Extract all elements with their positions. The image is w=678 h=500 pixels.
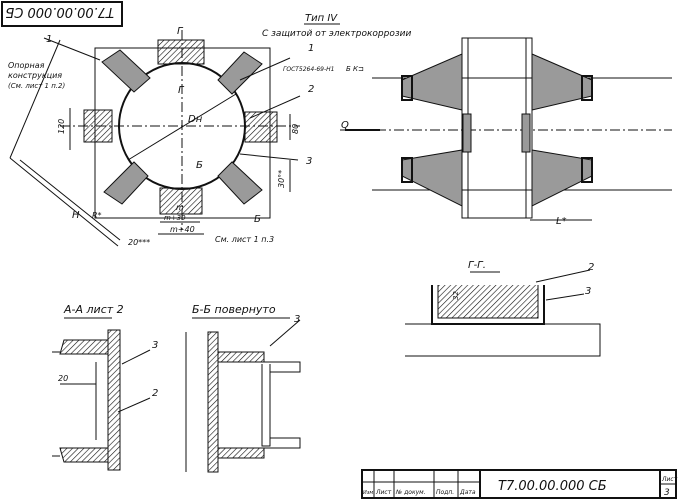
- tb-col-sign: Подп.: [436, 489, 454, 496]
- tb-code: Т7.00.00.000 СБ: [498, 479, 607, 494]
- dim-120: 120: [57, 119, 66, 134]
- section-g-top: Г: [177, 26, 184, 37]
- section-aa: [52, 317, 151, 471]
- section-aa-title: А-А лист 2: [63, 303, 124, 316]
- dim-m: m: [176, 203, 184, 212]
- top-stamp-text: Т7.00.00.000 СБ: [5, 4, 114, 19]
- aa-callout-3: 3: [152, 340, 158, 351]
- callout-2: 2: [308, 84, 314, 95]
- dim-20: 20: [58, 374, 68, 383]
- section-g-inner: Г: [178, 85, 185, 96]
- dim-80: 80: [291, 124, 300, 134]
- label-q: Q: [341, 120, 349, 131]
- section-bb: [185, 317, 301, 473]
- main-view: [9, 30, 301, 247]
- section-gg: [405, 269, 601, 357]
- title-block: [361, 469, 677, 499]
- weld-code: Б К⊐: [346, 65, 364, 73]
- tb-sheet-label: Лист: [661, 476, 678, 483]
- section-b-inner: Б: [196, 160, 203, 171]
- callout-3: 3: [306, 156, 312, 167]
- top-stamp: Т7.00.00.000 СБ: [1, 1, 123, 27]
- gg-callout-2: 2: [588, 262, 594, 273]
- dim-h: H: [72, 210, 80, 221]
- dim-30: 30°*: [277, 170, 286, 188]
- dim-m40: m+40: [170, 225, 195, 234]
- dim-r: R*: [92, 211, 102, 220]
- tb-sheet-no: 3: [664, 488, 670, 498]
- bb-callout-3: 3: [294, 314, 300, 325]
- tb-col-date: Дата: [459, 489, 476, 496]
- section-gg-title: Г-Г.: [468, 260, 486, 271]
- section-b-outer: Б: [254, 214, 261, 225]
- callout-1-left: 1: [46, 34, 52, 45]
- gost-label: ГОСТ5264-69-Н1: [283, 66, 334, 73]
- support-line-1: Опорная: [8, 61, 45, 70]
- dim-20-star: 20***: [128, 238, 150, 247]
- tb-col-doc: № докум.: [395, 489, 426, 496]
- type-subtitle: С защитой от электрокоррозии: [262, 29, 411, 39]
- see-sheet-3: См. лист 1 п.3: [215, 235, 274, 244]
- support-line-3: (См. лист 1 п.2): [8, 82, 65, 90]
- side-view: [340, 37, 672, 221]
- aa-callout-2: 2: [152, 388, 158, 399]
- type-title: Тип IV: [305, 13, 338, 24]
- label-l: L*: [556, 216, 567, 227]
- callout-1-right: 1: [308, 43, 314, 54]
- dim-m30: m+30: [164, 214, 186, 222]
- dim-dn: Dн: [188, 114, 203, 125]
- tb-col-izm: Изм.: [363, 490, 375, 496]
- dim-32: 32: [452, 291, 460, 300]
- gg-callout-3: 3: [585, 286, 591, 297]
- section-bb-title: Б-Б повернуто: [192, 303, 276, 316]
- support-line-2: конструкция: [8, 71, 62, 80]
- tb-col-list: Лист: [375, 489, 392, 496]
